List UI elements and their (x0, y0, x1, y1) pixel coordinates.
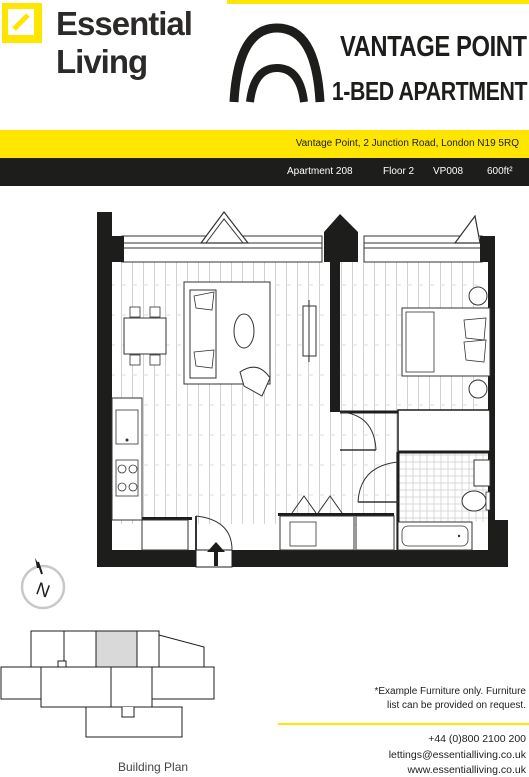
armchair (239, 366, 271, 397)
floor-number: Floor 2 (383, 166, 415, 177)
wall-south (232, 550, 508, 567)
building-plan-diagram (0, 630, 215, 738)
kitchen-cupboard (141, 519, 189, 551)
contact-website[interactable]: www.essentialliving.co.uk (407, 764, 526, 776)
contact-yellow-rule (278, 723, 529, 725)
kitchen-sink (115, 409, 139, 445)
unit-reference: VP008 (433, 166, 464, 177)
unit-type-title: 1-BED APARTMENT (331, 76, 528, 106)
bedroom-door-swing (339, 411, 377, 451)
details-bar: Apartment 208 Floor 2 VP008 600ft² (0, 158, 529, 186)
top-yellow-rule (227, 0, 529, 4)
entrance-door-swing (195, 515, 233, 551)
hob (115, 459, 139, 497)
address-text: Vantage Point, 2 Junction Road, London N… (295, 138, 519, 149)
unit-area: 600ft² (487, 166, 513, 177)
wall-central-pier (324, 214, 358, 412)
bedside-table-top (468, 286, 488, 306)
building-plan-highlighted-unit (95, 630, 138, 668)
essential-living-logo-mark (2, 3, 42, 43)
north-compass-icon: N (20, 558, 66, 610)
toilet (461, 490, 487, 512)
apartment-number: Apartment 208 (287, 166, 353, 177)
floor-plan-drawing (97, 211, 508, 568)
compass-north-label: N (33, 578, 52, 601)
furniture-disclaimer-line1: *Example Furniture only. Furniture (374, 686, 526, 697)
wall-east (480, 236, 495, 567)
furniture-disclaimer-line2: list can be provided on request. (387, 700, 526, 711)
development-title: VANTAGE POINT (340, 31, 527, 63)
dining-table (123, 317, 167, 355)
contact-phone[interactable]: +44 (0)800 2100 200 (428, 733, 526, 745)
address-bar: Vantage Point, 2 Junction Road, London N… (0, 130, 529, 158)
vantage-point-arch-logo (229, 23, 325, 103)
wall-west (97, 212, 196, 567)
entrance-arrow-icon (207, 542, 225, 566)
brand-name-line2: Living (56, 43, 148, 80)
contact-email[interactable]: lettings@essentialliving.co.uk (388, 749, 526, 761)
brand-name-line1: Essential (56, 5, 193, 42)
bathroom-door-swing (357, 461, 399, 503)
building-plan-label: Building Plan (118, 760, 189, 774)
basin (473, 459, 491, 487)
bedside-table-bottom (468, 379, 488, 399)
coffee-table (233, 313, 255, 349)
